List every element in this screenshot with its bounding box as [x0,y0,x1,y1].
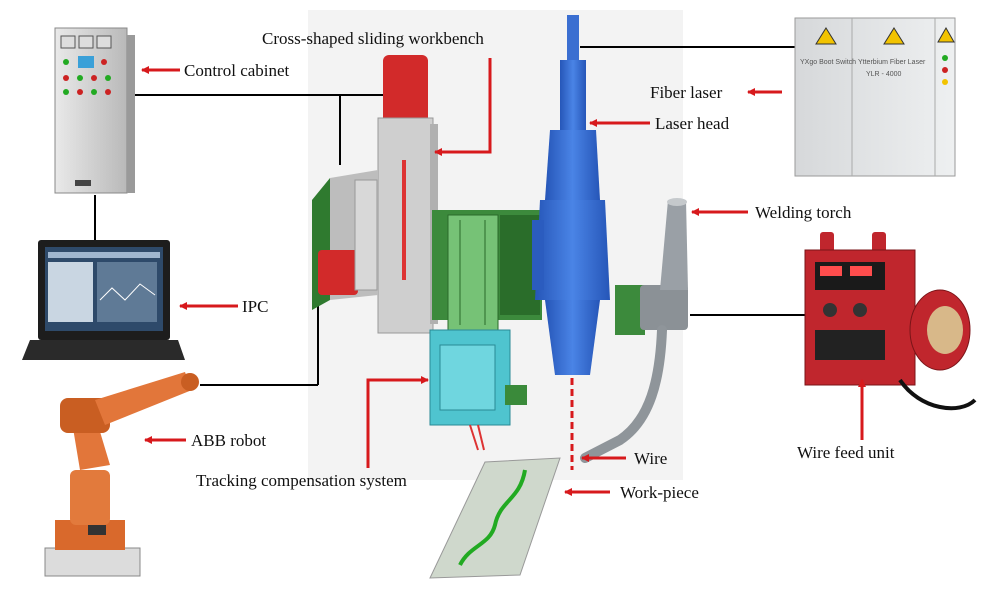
label-welding-torch: Welding torch [755,203,852,222]
label-wire-feed-unit: Wire feed unit [797,443,895,462]
tracking-compensation-unit [429,329,527,451]
ipc-laptop [22,240,185,360]
label-cross-workbench: Cross-shaped sliding workbench [262,29,484,48]
label-abb-robot: ABB robot [191,431,267,450]
wire-feed-unit [804,232,977,411]
laser-panel-left-text: YXgo Boot Switch [800,59,856,66]
callout-arrows [141,58,866,496]
label-tracking-system: Tracking compensation system [196,471,407,490]
control-cabinet [54,27,135,194]
work-piece [429,457,561,579]
connection-lines [94,46,808,386]
label-fiber-laser: Fiber laser [650,83,723,102]
label-control-cabinet: Control cabinet [184,61,290,80]
label-wire: Wire [634,449,668,468]
laser-model-text: YLR - 4000 [866,71,902,78]
green-slide-module [432,210,542,331]
label-laser-head: Laser head [655,114,730,133]
label-ipc: IPC [242,297,269,316]
abb-robot [44,372,199,577]
fiber-laser: YXgo Boot Switch Ytterbium Fiber Laser Y… [794,17,956,177]
welding-torch [580,198,688,463]
laser-brand-text: Ytterbium Fiber Laser [858,59,926,66]
laser-head [532,15,610,375]
label-work-piece: Work-piece [620,483,699,502]
